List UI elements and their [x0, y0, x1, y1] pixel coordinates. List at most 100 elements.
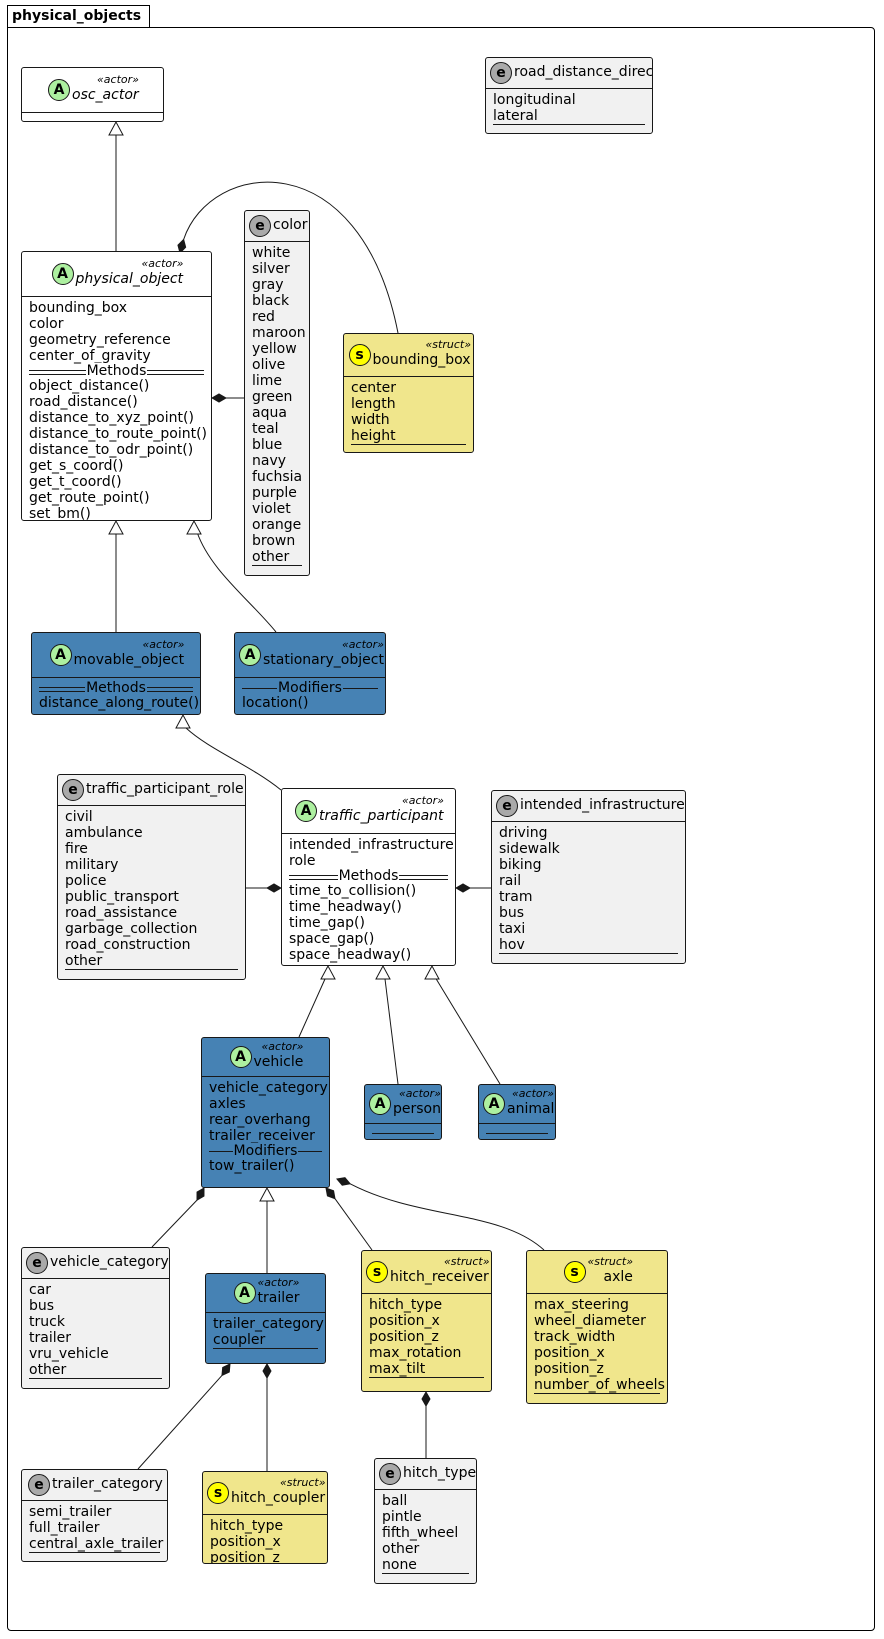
- class-member: intended_infrastructure: [289, 837, 454, 853]
- section-label: Modifiers: [232, 1143, 299, 1159]
- composition-vehicle-axle: [349, 1183, 545, 1251]
- attribute-section: [29, 116, 156, 121]
- class-name: axle: [603, 1269, 633, 1285]
- class-member: position_z: [210, 1550, 280, 1564]
- inheritance-vehicle-traffic: [298, 978, 326, 1038]
- class-member: red: [252, 309, 275, 325]
- class-name: hitch_coupler: [231, 1490, 326, 1506]
- class-member: object_distance(): [29, 378, 150, 394]
- section-label: Methods: [85, 680, 147, 696]
- class-stereotype: «actor»: [257, 1276, 300, 1289]
- empty-section: [534, 1394, 660, 1400]
- class-member: other: [29, 1362, 67, 1378]
- class-member: rear_overhang: [209, 1112, 311, 1128]
- class-name: hitch_receiver: [390, 1269, 489, 1285]
- class-member: vehicle_category: [209, 1080, 328, 1096]
- class-member: olive: [252, 357, 286, 373]
- class-member: trailer_receiver: [209, 1128, 315, 1144]
- section-label: Methods: [85, 363, 148, 379]
- enum-icon: e: [496, 795, 518, 817]
- class-member: fifth_wheel: [382, 1525, 459, 1541]
- class-member: biking: [499, 857, 542, 873]
- class-member: max_tilt: [369, 1361, 426, 1377]
- section-label: Modifiers: [277, 680, 343, 696]
- class-member: hitch_type: [210, 1518, 284, 1534]
- composition-vehicle-category: [151, 1199, 198, 1248]
- class-member: gray: [252, 277, 284, 293]
- class-member: space_gap(): [289, 931, 375, 947]
- abstract-class-icon: A: [48, 79, 70, 101]
- class-member: road_assistance: [65, 905, 178, 921]
- composition-diamond: [336, 1177, 352, 1186]
- class-name: trailer: [257, 1290, 300, 1306]
- class-member: lateral: [493, 108, 538, 124]
- struct-icon: s: [366, 1261, 388, 1283]
- inheritance-arrow: [424, 964, 440, 980]
- inheritance-stationary-physical: [196, 531, 277, 633]
- class-road-distance-direction[interactable]: eroad_distance_directionlongitudinallate…: [485, 57, 653, 134]
- class-member: other: [65, 953, 103, 969]
- class-member: ambulance: [65, 825, 143, 841]
- class-name: physical_object: [75, 271, 184, 287]
- composition-diamond: [196, 1187, 205, 1201]
- inheritance-arrow: [175, 713, 191, 729]
- class-member: green: [252, 389, 293, 405]
- class-member: tow_trailer(): [209, 1158, 295, 1174]
- abstract-class-icon: A: [295, 800, 317, 822]
- class-member: get_t_coord(): [29, 474, 122, 490]
- package-title: physical_objects: [7, 5, 151, 27]
- class-member: distance_to_route_point(): [29, 426, 207, 442]
- empty-section: [499, 954, 678, 960]
- class-member: sidewalk: [499, 841, 560, 857]
- class-member: white: [252, 245, 291, 261]
- class-name: road_distance_direction: [514, 64, 653, 80]
- class-member: max_steering: [534, 1297, 629, 1313]
- enum-icon: e: [249, 215, 271, 237]
- class-member: distance_to_xyz_point(): [29, 410, 194, 426]
- class-member: longitudinal: [493, 92, 576, 108]
- class-member: position_x: [210, 1534, 281, 1550]
- class-stereotype: «struct»: [587, 1255, 633, 1268]
- class-member: none: [382, 1557, 417, 1573]
- composition-diamond: [221, 1363, 231, 1377]
